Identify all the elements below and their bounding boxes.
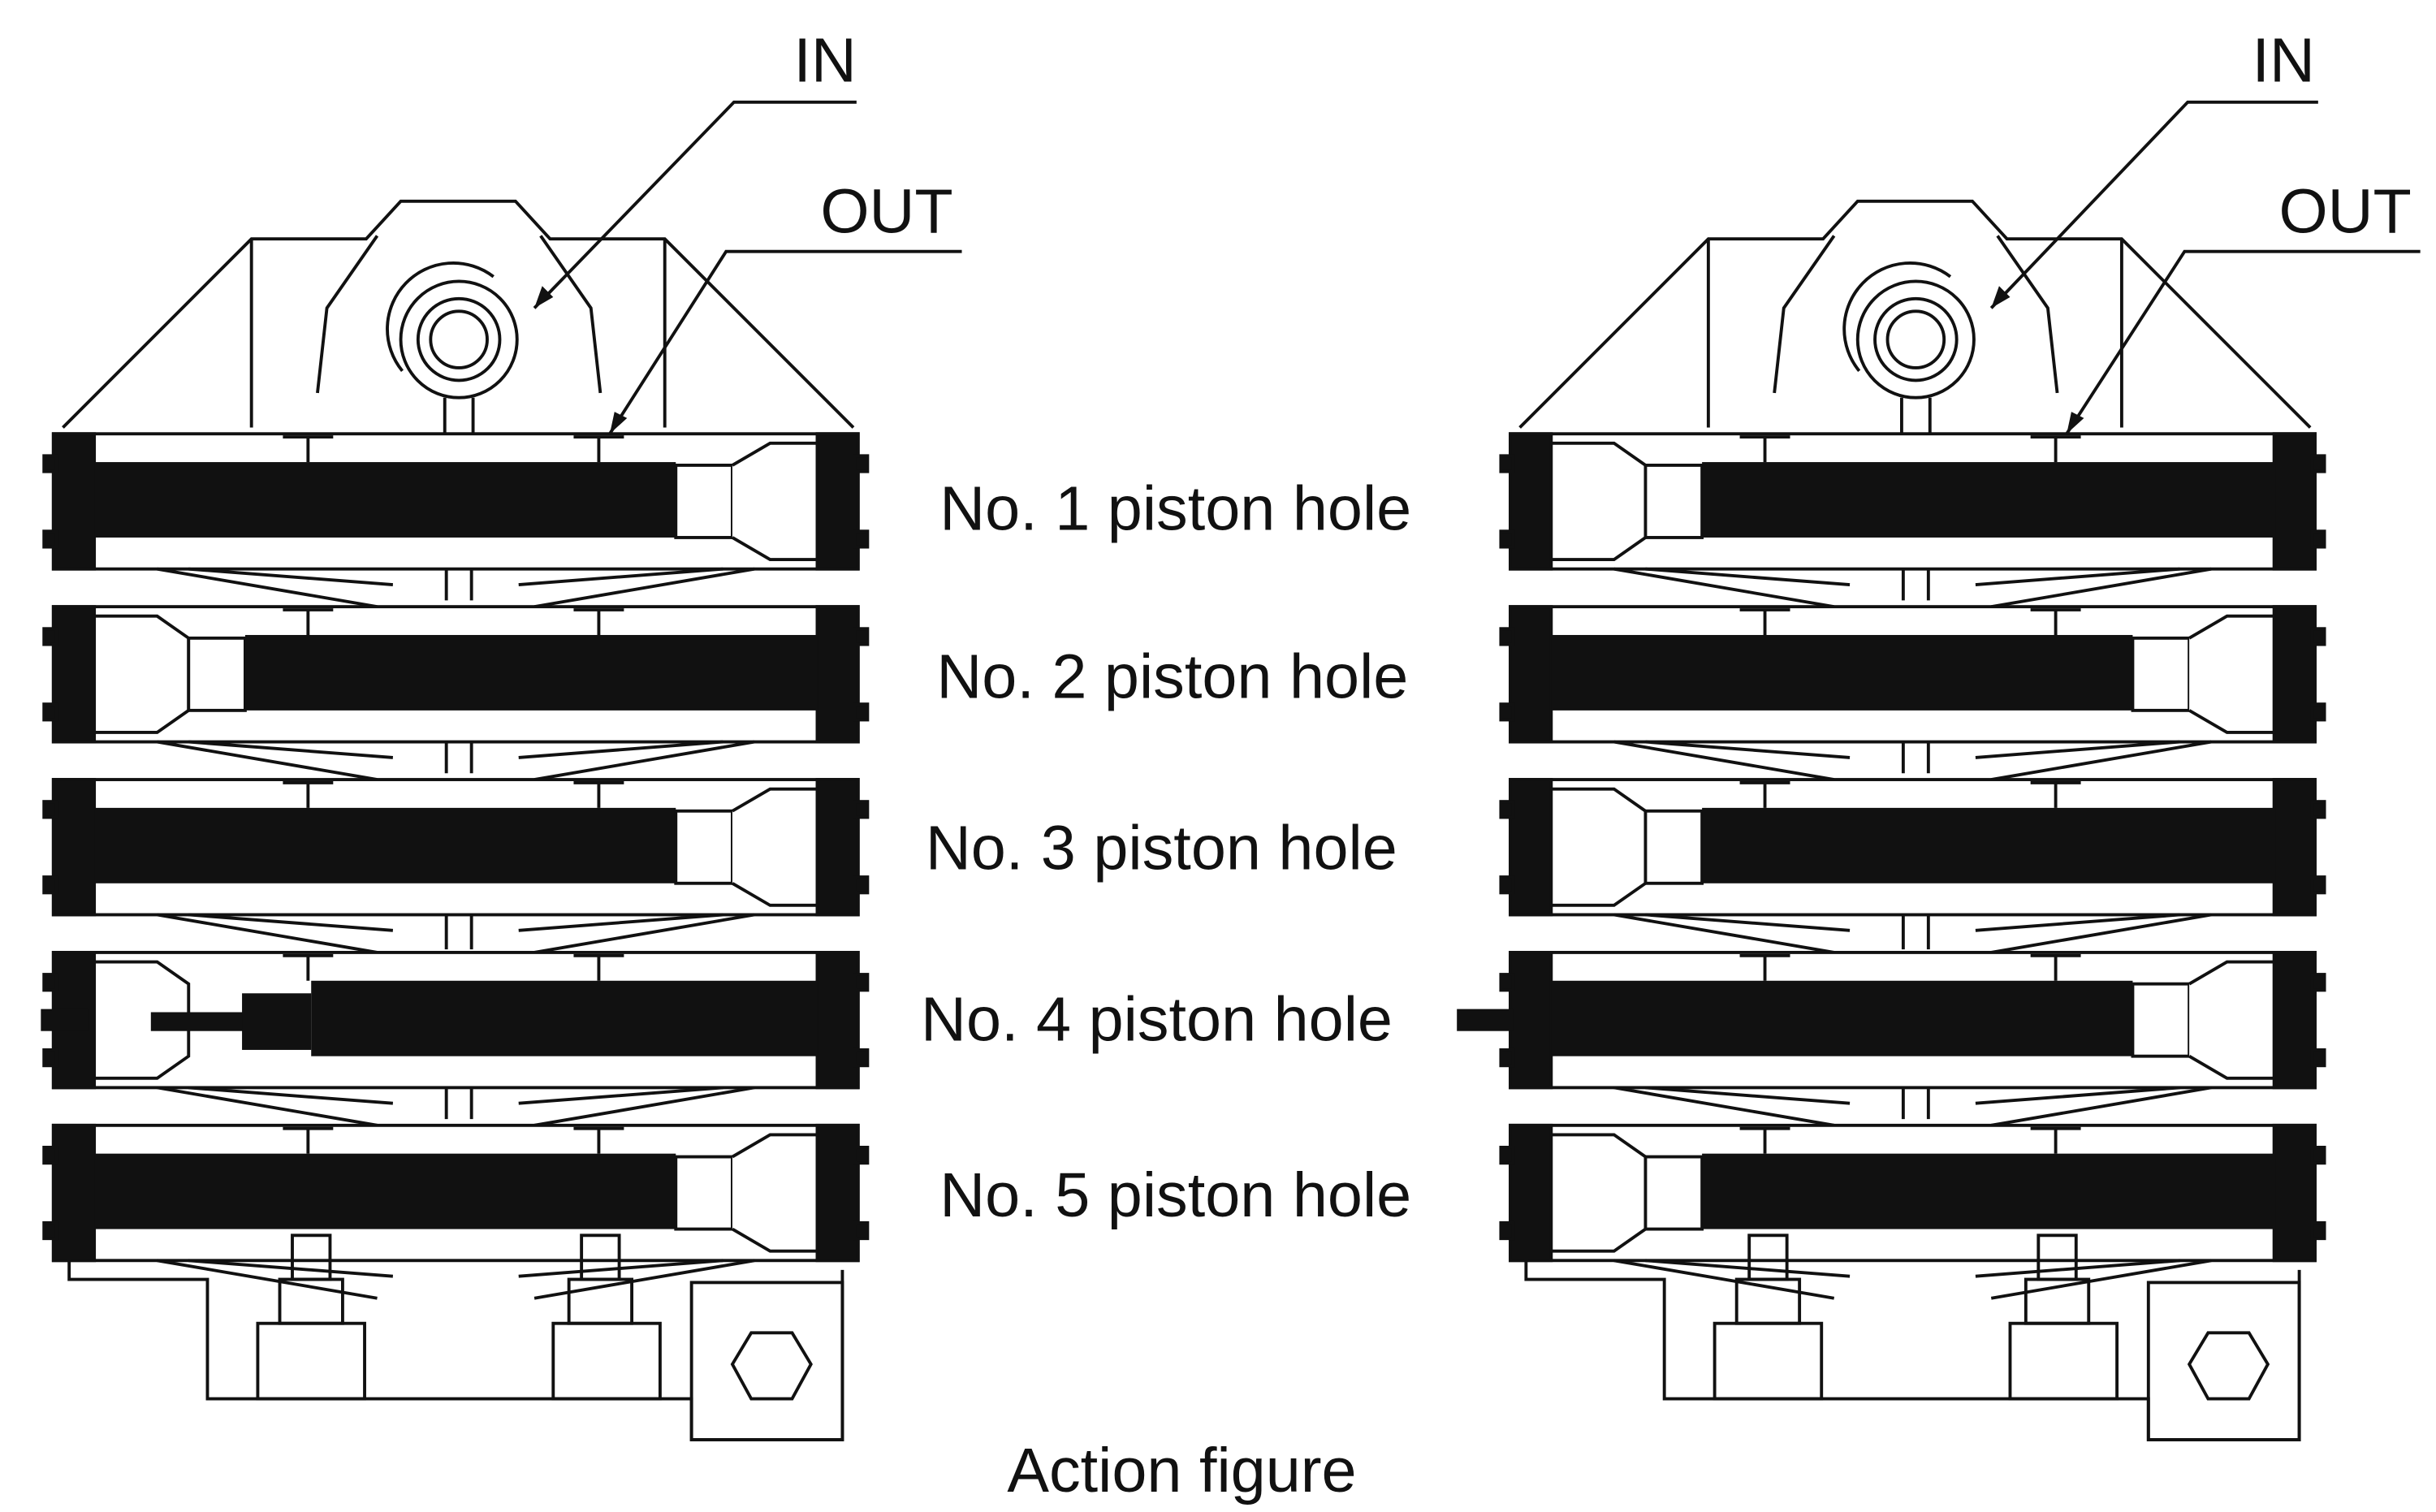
leader-lines-left	[533, 100, 962, 435]
figure-caption: Action figure	[1007, 1436, 1356, 1506]
out-label-right: OUT	[2278, 176, 2411, 246]
pump-diagram-right	[1457, 199, 2326, 1441]
in-label-right: IN	[2252, 26, 2315, 96]
piston-hole-label-5: No. 5 piston hole	[939, 1160, 1411, 1230]
leader-arrowheads	[534, 286, 2084, 434]
piston-hole-label-2: No. 2 piston hole	[936, 642, 1408, 711]
piston-hole-label-4: No. 4 piston hole	[921, 984, 1393, 1054]
pump-diagram-left	[41, 199, 870, 1441]
piston-hole-label-3: No. 3 piston hole	[926, 813, 1397, 883]
in-label-left: IN	[793, 26, 856, 96]
piston-hole-label-1: No. 1 piston hole	[939, 473, 1411, 543]
leader-lines-right	[1989, 100, 2421, 435]
out-label-left: OUT	[820, 176, 952, 246]
